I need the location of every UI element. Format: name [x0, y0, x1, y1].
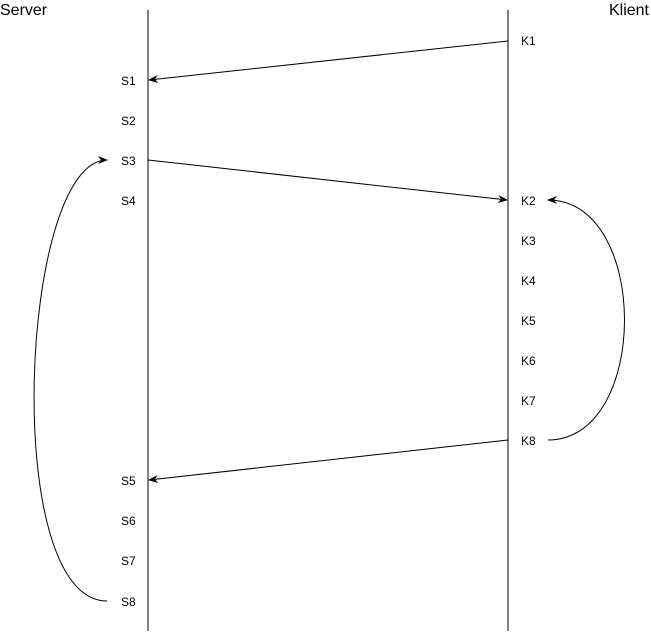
client-step-label: K6 [521, 354, 536, 368]
server-step-label: S6 [121, 514, 136, 528]
server-step-label: S8 [121, 595, 136, 609]
message-arrow-k1-s1 [148, 40, 509, 84]
server-step-label: S2 [121, 114, 136, 128]
server-step-label: S3 [121, 154, 136, 168]
server-step-label: S1 [121, 74, 136, 88]
client-step-label: K5 [521, 314, 536, 328]
client-step-label: K4 [521, 274, 536, 288]
server-title: Server [0, 2, 48, 19]
client-step-label: K8 [521, 434, 536, 448]
client-title: Klient [608, 2, 649, 19]
loop-arrow-s8-s3 [33, 156, 108, 602]
server-step-label: S5 [121, 474, 136, 488]
loop-arrow-k8-k2 [547, 196, 625, 441]
client-step-label: K7 [521, 394, 536, 408]
message-arrow-s3-k2 [147, 159, 508, 203]
client-step-label: K3 [521, 234, 536, 248]
server-step-label: S7 [121, 554, 136, 568]
message-arrow-k8-s5 [148, 439, 509, 483]
client-step-label: K2 [521, 194, 536, 208]
server-step-label: S4 [121, 194, 136, 208]
client-step-label: K1 [521, 34, 536, 48]
